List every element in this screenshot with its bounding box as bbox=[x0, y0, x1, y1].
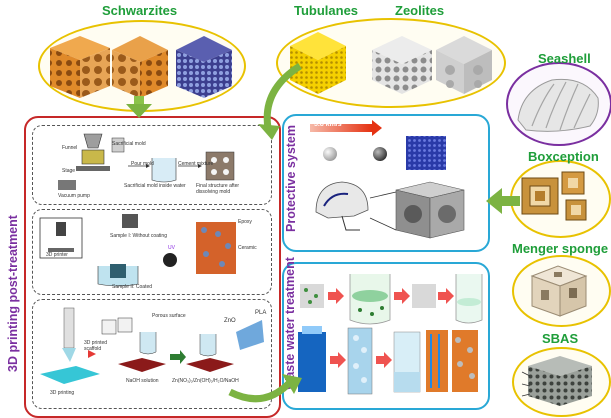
label-inside-water: Sacrificial mold inside water bbox=[124, 183, 186, 189]
label-funnel: Funnel bbox=[62, 145, 78, 151]
printing-subpanel-1 bbox=[32, 125, 272, 205]
water-treatment-diagram bbox=[298, 274, 483, 395]
zeolites-title: Zeolites bbox=[395, 3, 445, 18]
label-uv: UV bbox=[168, 245, 175, 251]
protective-panel bbox=[282, 114, 490, 252]
label-sample2: Sample II: Coated bbox=[112, 284, 153, 290]
sbas-image bbox=[521, 356, 592, 406]
label-final: Final structure after dissolving mold bbox=[196, 183, 240, 195]
label-epoxy: Epoxy bbox=[238, 219, 252, 225]
sbas-title: SBAS bbox=[542, 331, 579, 346]
label-ceramic: Ceramic bbox=[238, 245, 257, 251]
label-3d-printing: 3D printing bbox=[50, 390, 75, 396]
projectile-impact-diagram bbox=[310, 120, 465, 239]
zeolite-cube-2 bbox=[436, 36, 492, 94]
zeolite-cube-1 bbox=[372, 36, 432, 94]
label-vacuum: Vacuum pump bbox=[58, 193, 90, 199]
boxception-title: Boxception bbox=[528, 149, 599, 164]
label-pla: PLA bbox=[255, 310, 267, 316]
menger-sponge-image bbox=[530, 265, 588, 317]
seashell-title: Seashell bbox=[538, 51, 591, 66]
label-zn-solution: Zn(NO₃)₂/Zn(OH)₂/H₂O/NaOH bbox=[172, 378, 239, 384]
seashell-image bbox=[517, 78, 599, 132]
label-pour: Pour mold bbox=[131, 161, 154, 167]
boxception-image bbox=[521, 171, 587, 221]
schwarzite-cube-2 bbox=[112, 36, 168, 98]
label-stage: Stage bbox=[62, 168, 76, 174]
tubulanes-title: Tubulanes bbox=[294, 3, 359, 18]
schwarzite-structures bbox=[50, 36, 232, 98]
menger-title: Menger sponge bbox=[512, 241, 609, 256]
waste-water-side-label: Waste water treatment bbox=[283, 257, 297, 390]
label-printer: 3D printer bbox=[46, 252, 68, 258]
label-sample1: Sample I: Without coating bbox=[110, 233, 167, 239]
protective-side-label: Protective system bbox=[284, 124, 298, 232]
speed-label: 5.8 km/s bbox=[314, 121, 342, 128]
coating-diagram bbox=[39, 214, 236, 287]
label-zno: ZnO bbox=[224, 318, 236, 324]
zno-growth-diagram bbox=[40, 307, 264, 384]
label-naoh: NaOH solution bbox=[126, 378, 159, 384]
schwarzite-cube-1 bbox=[50, 36, 110, 98]
label-cement: Cement mixture bbox=[178, 161, 214, 167]
printing-side-label: 3D printing post-treatment bbox=[6, 215, 20, 372]
waste-water-panel bbox=[282, 262, 490, 410]
label-scaffold: 3D printed scaffold bbox=[84, 340, 108, 352]
mold-casting-diagram bbox=[58, 133, 235, 190]
printing-subpanel-2 bbox=[32, 209, 272, 295]
schwarzite-cube-3 bbox=[176, 36, 232, 98]
tubulane-zeolite-structures bbox=[290, 32, 492, 94]
printing-subpanel-3 bbox=[32, 299, 272, 409]
tubulane-cube bbox=[290, 32, 346, 94]
label-porous: Porous surface bbox=[152, 313, 186, 319]
label-sacrificial-mold: Sacrificial mold bbox=[112, 141, 146, 147]
schwarzites-title: Schwarzites bbox=[102, 3, 178, 18]
